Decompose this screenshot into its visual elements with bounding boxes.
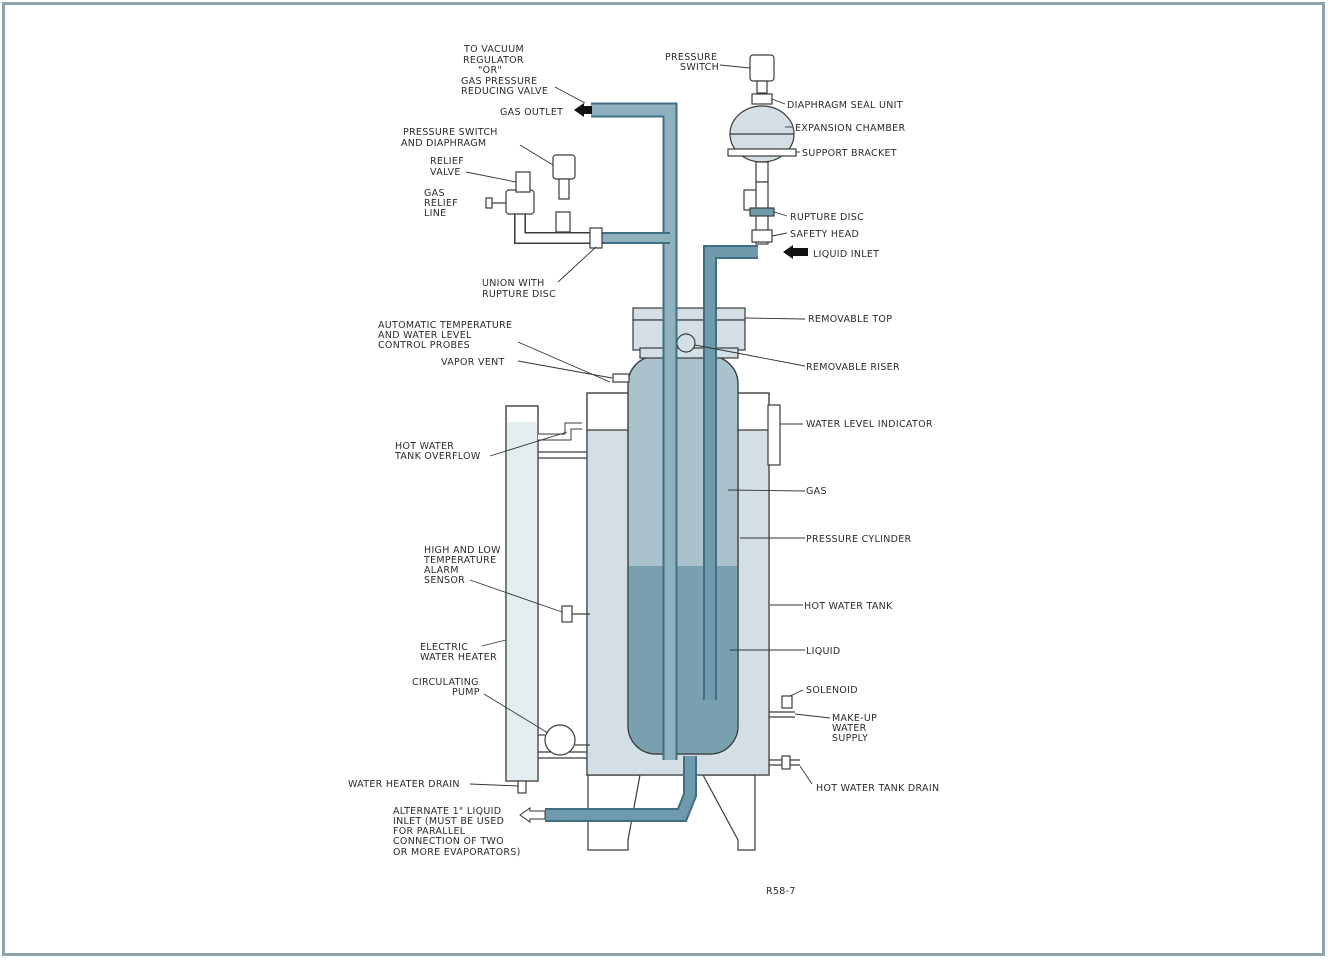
label-automatic-probes: AUTOMATIC TEMPERATURE AND WATER LEVEL CO… bbox=[378, 320, 516, 351]
label-solenoid: SOLENOID bbox=[806, 685, 858, 696]
label-gas: GAS bbox=[806, 486, 827, 497]
vapor-vent bbox=[612, 373, 630, 383]
label-circulating-pump: CIRCULATING PUMP bbox=[412, 677, 482, 698]
label-hot-water-tank: HOT WATER TANK bbox=[804, 601, 893, 612]
label-pressure-switch-and-diaphragm: PRESSURE SWITCH AND DIAPHRAGM bbox=[401, 127, 501, 149]
removable-top-flange bbox=[632, 307, 746, 359]
support-bracket bbox=[727, 148, 797, 157]
alternate-inlet-arrow bbox=[519, 807, 546, 823]
water-level-indicator bbox=[767, 404, 781, 466]
liquid-region bbox=[629, 566, 737, 754]
liquid-inlet-arrow bbox=[783, 245, 808, 259]
rupture-disc bbox=[749, 207, 775, 217]
labels: TO VACUUM REGULATOR "OR" GAS PRESSURE RE… bbox=[348, 44, 939, 897]
gas-outlet-arrow bbox=[574, 103, 592, 117]
label-diaphragm-seal-unit: DIAPHRAGM SEAL UNIT bbox=[787, 100, 903, 111]
label-gas-outlet: GAS OUTLET bbox=[500, 107, 563, 118]
label-alarm-sensor: HIGH AND LOW TEMPERATURE ALARM SENSOR bbox=[423, 545, 504, 586]
label-vapor-vent: VAPOR VENT bbox=[441, 357, 505, 368]
label-liquid: LIQUID bbox=[806, 646, 840, 657]
label-figure-id: R58-7 bbox=[766, 886, 796, 897]
label-expansion-chamber: EXPANSION CHAMBER bbox=[795, 123, 905, 134]
alarm-sensor bbox=[561, 605, 590, 623]
label-hot-water-tank-overflow: HOT WATER TANK OVERFLOW bbox=[394, 441, 481, 462]
label-gas-relief-line: GAS RELIEF LINE bbox=[424, 188, 461, 219]
label-rupture-disc: RUPTURE DISC bbox=[790, 212, 864, 223]
label-electric-water-heater: ELECTRIC WATER HEATER bbox=[420, 642, 497, 663]
label-relief-valve: RELIEF VALVE bbox=[430, 156, 467, 178]
label-pressure-switch-top: PRESSURE SWITCH bbox=[665, 52, 721, 73]
label-support-bracket: SUPPORT BRACKET bbox=[802, 148, 897, 159]
gas-relief-assembly bbox=[485, 154, 670, 249]
label-hot-water-tank-drain: HOT WATER TANK DRAIN bbox=[816, 783, 939, 794]
solenoid-valve bbox=[769, 695, 795, 718]
pressure-switch-diaphragm bbox=[552, 154, 576, 180]
label-alternate-liquid-inlet: ALTERNATE 1" LIQUID INLET (MUST BE USED … bbox=[393, 806, 521, 858]
label-to-vacuum-regulator: TO VACUUM REGULATOR "OR" GAS PRESSURE RE… bbox=[461, 44, 548, 97]
label-water-heater-drain: WATER HEATER DRAIN bbox=[348, 779, 460, 790]
leader-lines bbox=[465, 64, 831, 787]
label-pressure-cylinder: PRESSURE CYLINDER bbox=[806, 534, 912, 545]
label-make-up-water-supply: MAKE-UP WATER SUPPLY bbox=[832, 713, 880, 744]
label-water-level-indicator: WATER LEVEL INDICATOR bbox=[806, 419, 933, 430]
diaphragm-seal-unit bbox=[751, 93, 773, 105]
circulating-pump bbox=[538, 724, 590, 756]
label-safety-head: SAFETY HEAD bbox=[790, 229, 859, 240]
tank-drain-valve bbox=[769, 755, 800, 770]
pressure-switch-top bbox=[749, 54, 775, 82]
pressure-cylinder bbox=[627, 355, 739, 755]
label-removable-riser: REMOVABLE RISER bbox=[806, 362, 900, 373]
safety-head bbox=[751, 229, 773, 243]
label-liquid-inlet: LIQUID INLET bbox=[813, 249, 879, 260]
label-union-with-rupture-disc: UNION WITH RUPTURE DISC bbox=[482, 278, 556, 300]
label-removable-top: REMOVABLE TOP bbox=[808, 314, 892, 325]
